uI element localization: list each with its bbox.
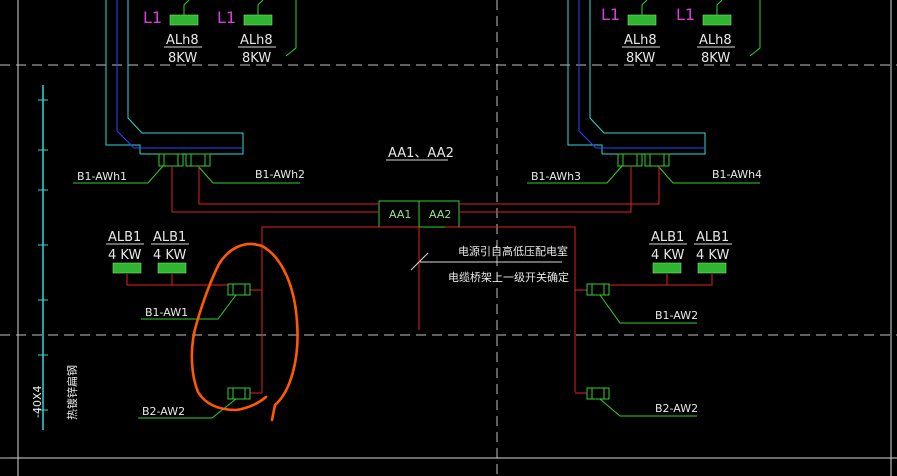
note-line2: 电缆桥架上一级开关确定 [448, 270, 569, 284]
source-note: 电源引自高低压配电室 电缆桥架上一级开关确定 [410, 244, 569, 284]
mid-panel-left-1: ALB1 4 KW [106, 230, 144, 274]
panel-id: ALh8 [166, 33, 199, 48]
mid-panel-right-2: ALB1 4 KW [694, 230, 732, 274]
label-b1-awh2: B1-AWh2 [255, 168, 305, 181]
panel-power: 4 KW [696, 248, 729, 263]
top-panel-right-2: L1 ALh8 8KW [676, 0, 735, 66]
lead-line [716, 0, 723, 15]
panel-symbol [697, 262, 727, 274]
awh-labels: B1-AWh1 B1-AWh2 B1-AWh3 B1-AWh4 [73, 165, 762, 184]
label-b1-awh3: B1-AWh3 [531, 170, 581, 183]
distribution-box-b1-aw2: B1-AW2 [586, 283, 698, 324]
distribution-box-b2-aw2-left: B2-AW2 [138, 387, 251, 419]
red-wiring [126, 166, 713, 394]
lead-line [183, 0, 190, 15]
tray-boxes-right [617, 153, 670, 167]
panel-symbol [169, 14, 199, 26]
lead-line [641, 0, 648, 15]
cabinet-aa1-label: AA1 [389, 208, 411, 221]
mid-panel-right-1: ALB1 4 KW [649, 230, 687, 274]
panel-power: 8KW [701, 51, 730, 66]
mid-panel-left-2: ALB1 4 KW [151, 230, 189, 274]
note-line1: 电源引自高低压配电室 [458, 244, 568, 258]
cabinet-aa2 [418, 200, 460, 228]
panel-power: 4 KW [108, 248, 141, 263]
panel-symbol [243, 14, 273, 26]
top-panel-right-1: L1 ALh8 8KW [601, 0, 660, 66]
tray-boxes-left [158, 153, 211, 167]
top-panel-left-2: L1 ALh8 8KW [217, 0, 276, 66]
grounding-bar [38, 85, 48, 430]
panel-id: ALB1 [651, 230, 684, 245]
panel-symbol [652, 262, 682, 274]
panel-power: 4 KW [651, 248, 684, 263]
bracket-right [749, 0, 761, 57]
side-label: -40X4 热镀锌扁钢 [31, 365, 79, 420]
phase-label: L1 [217, 8, 236, 27]
orange-markup-circle [190, 242, 299, 422]
panel-symbol [627, 14, 657, 26]
panel-id: ALh8 [624, 33, 657, 48]
main-cabinets: AA1、AA2 AA1 AA2 [378, 146, 460, 228]
bracket-left [285, 0, 297, 57]
panel-symbol [702, 14, 732, 26]
phase-label: L1 [601, 5, 620, 24]
label-b1-awh4: B1-AWh4 [712, 168, 762, 181]
label-b1-aw2: B1-AW2 [655, 309, 698, 322]
label-b1-aw1: B1-AW1 [145, 306, 188, 319]
cable-tray-left [105, 0, 244, 155]
label-b2-aw2-left: B2-AW2 [142, 405, 185, 418]
label-b2-aw2-right: B2-AW2 [655, 402, 698, 415]
panel-power: 8KW [242, 51, 271, 66]
cable-tray-right [567, 0, 706, 155]
panel-id: ALh8 [699, 33, 732, 48]
panel-id: ALh8 [240, 33, 273, 48]
lead-line [257, 0, 264, 15]
panel-id: ALB1 [696, 230, 729, 245]
side-label-size: -40X4 [31, 385, 44, 418]
distribution-box-b1-aw1: B1-AW1 [141, 283, 251, 320]
side-label-material: 热镀锌扁钢 [65, 365, 79, 420]
phase-label: L1 [676, 5, 695, 24]
panel-power: 4 KW [153, 248, 186, 263]
panel-symbol [157, 262, 187, 274]
panel-symbol [112, 262, 142, 274]
phase-label: L1 [143, 8, 162, 27]
distribution-box-b2-aw2-right: B2-AW2 [586, 387, 698, 417]
label-b1-awh1: B1-AWh1 [77, 170, 127, 183]
cabinets-title: AA1、AA2 [388, 146, 454, 161]
panel-power: 8KW [168, 51, 197, 66]
panel-power: 8KW [626, 51, 655, 66]
cabinet-aa2-label: AA2 [429, 208, 451, 221]
panel-id: ALB1 [108, 230, 141, 245]
panel-id: ALB1 [153, 230, 186, 245]
top-panel-left-1: L1 ALh8 8KW [143, 0, 202, 66]
